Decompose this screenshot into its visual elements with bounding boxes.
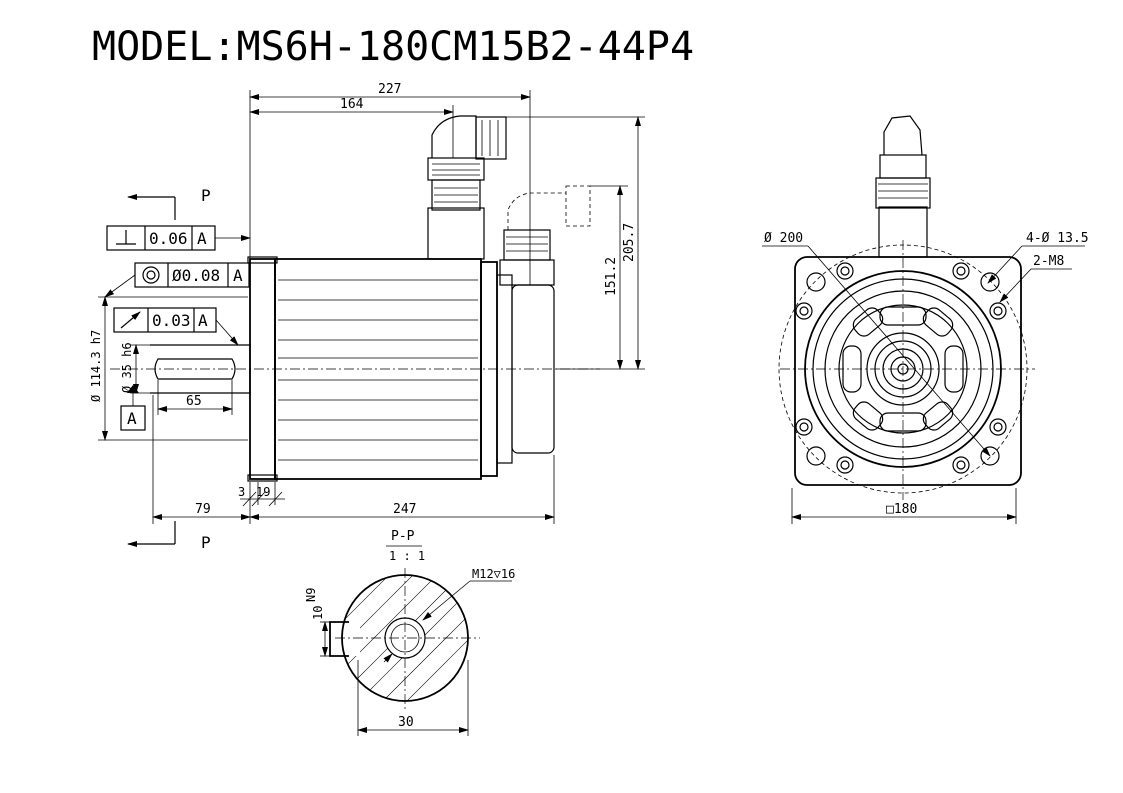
dim-threads: 2-M8 [1033,254,1064,269]
svg-text:0.06: 0.06 [149,229,188,248]
dim-164: 164 [340,97,364,112]
dim-3: 3 [238,485,245,499]
tol-concentricity: Ø0.08 A [104,262,250,298]
dim-65: 65 [186,394,202,409]
section-view: P-P 1 : 1 [304,529,515,736]
dim-dia-114: Ø 114.3 h7 [89,330,103,402]
dim-thread: M12▽16 [472,567,515,581]
side-view: 227 164 205.7 151.2 Ø 114.3 h7 Ø 35 h6 6… [89,82,645,552]
dim-30: 30 [398,715,414,730]
dim-holes: 4-Ø 13.5 [1026,231,1089,246]
dim-227: 227 [378,82,401,97]
model-title: MODEL:MS6H-180CM15B2-44P4 [92,24,694,70]
dim-dia-35: Ø 35 h6 [120,342,134,393]
svg-text:A: A [233,266,243,285]
dim-79: 79 [195,502,211,517]
section-mark-top: P [201,186,211,205]
section-mark-bottom: P [201,533,211,552]
svg-text:0.03: 0.03 [152,311,191,330]
dim-151-2: 151.2 [604,257,619,296]
datum-a-label: A [127,409,137,428]
dim-247: 247 [393,502,416,517]
dim-n9: N9 [304,588,318,602]
section-label: P-P [391,529,415,544]
tol-runout: 0.03 A [113,307,239,346]
dim-dia-200: Ø 200 [764,231,803,246]
front-view: Ø 200 4-Ø 13.5 2-M8 □180 [762,115,1089,524]
section-scale: 1 : 1 [389,549,425,563]
dim-square-180: □180 [886,502,917,517]
dim-19: 19 [256,485,270,499]
dim-10: 10 [311,606,325,620]
svg-text:Ø0.08: Ø0.08 [172,266,220,285]
svg-text:A: A [198,311,208,330]
tol-perpendicularity: 0.06 A [106,225,251,251]
dim-205-7: 205.7 [622,223,637,262]
svg-text:A: A [197,229,207,248]
